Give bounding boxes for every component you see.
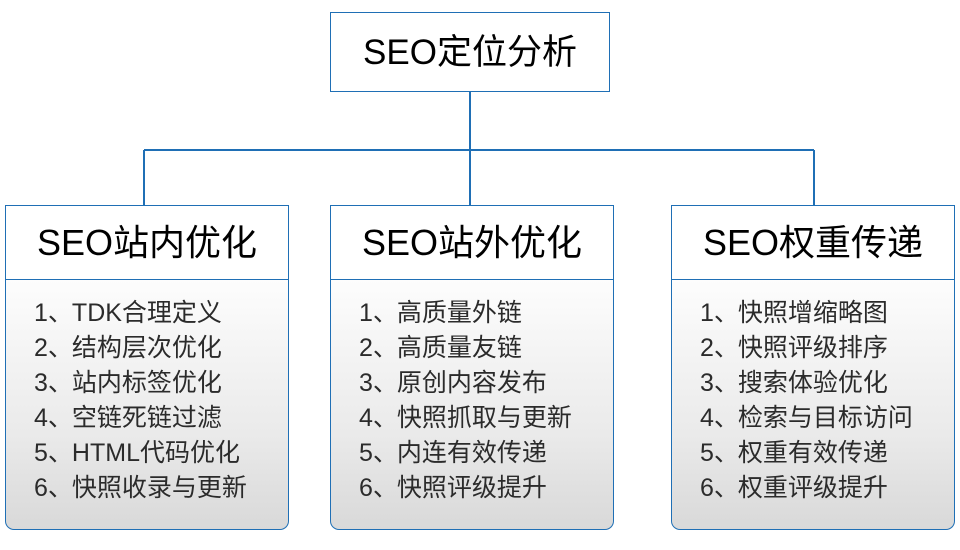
- item-separator: 、: [372, 474, 398, 502]
- item-separator: 、: [47, 474, 73, 502]
- list-item: 4、空链死链过滤: [34, 401, 288, 436]
- item-index: 2: [359, 334, 373, 362]
- branch-seo-onsite[interactable]: SEO站内优化 1、TDK合理定义 2、结构层次优化 3、站内标签优化 4、空链…: [5, 205, 289, 530]
- item-index: 3: [700, 369, 714, 397]
- branch-header-label-2: SEO站外优化: [361, 221, 583, 263]
- item-text: 检索与目标访问: [737, 404, 913, 432]
- item-index: 3: [359, 369, 373, 397]
- item-text: 快照抓取与更新: [396, 404, 572, 432]
- item-text: 权重有效传递: [737, 439, 888, 467]
- item-index: 1: [359, 299, 373, 327]
- item-separator: 、: [372, 404, 398, 432]
- list-item: 5、权重有效传递: [700, 436, 954, 471]
- list-item: 2、快照评级排序: [700, 331, 954, 366]
- branch-item-list-2: 1、高质量外链 2、高质量友链 3、原创内容发布 4、快照抓取与更新 5、内连有…: [331, 296, 613, 506]
- item-separator: 、: [713, 299, 739, 327]
- list-item: 4、快照抓取与更新: [359, 401, 613, 436]
- item-index: 6: [359, 474, 373, 502]
- item-text: 空链死链过滤: [71, 404, 222, 432]
- branch-body-3: 1、快照增缩略图 2、快照评级排序 3、搜索体验优化 4、检索与目标访问 5、权…: [671, 280, 955, 530]
- item-index: 2: [34, 334, 48, 362]
- branch-item-list-3: 1、快照增缩略图 2、快照评级排序 3、搜索体验优化 4、检索与目标访问 5、权…: [672, 296, 954, 506]
- item-separator: 、: [47, 369, 73, 397]
- list-item: 6、快照评级提升: [359, 471, 613, 506]
- item-separator: 、: [713, 369, 739, 397]
- item-separator: 、: [713, 439, 739, 467]
- item-index: 2: [700, 334, 714, 362]
- list-item: 5、内连有效传递: [359, 436, 613, 471]
- item-text: 权重评级提升: [737, 474, 888, 502]
- branch-seo-weight[interactable]: SEO权重传递 1、快照增缩略图 2、快照评级排序 3、搜索体验优化 4、检索与…: [671, 205, 955, 530]
- branch-item-list-1: 1、TDK合理定义 2、结构层次优化 3、站内标签优化 4、空链死链过滤 5、H…: [6, 296, 288, 506]
- item-separator: 、: [713, 334, 739, 362]
- list-item: 2、高质量友链: [359, 331, 613, 366]
- item-separator: 、: [713, 474, 739, 502]
- branch-header-label-3: SEO权重传递: [702, 221, 924, 263]
- item-index: 4: [359, 404, 373, 432]
- item-index: 1: [700, 299, 714, 327]
- item-text: 搜索体验优化: [737, 369, 888, 397]
- branch-header-label-1: SEO站内优化: [36, 221, 258, 263]
- item-text: 内连有效传递: [396, 439, 547, 467]
- item-index: 5: [34, 439, 48, 467]
- item-text: 原创内容发布: [396, 369, 547, 397]
- list-item: 6、权重评级提升: [700, 471, 954, 506]
- list-item: 6、快照收录与更新: [34, 471, 288, 506]
- list-item: 1、快照增缩略图: [700, 296, 954, 331]
- branch-seo-offsite[interactable]: SEO站外优化 1、高质量外链 2、高质量友链 3、原创内容发布 4、快照抓取与…: [330, 205, 614, 530]
- branch-header-1[interactable]: SEO站内优化: [5, 205, 289, 280]
- branch-body-2: 1、高质量外链 2、高质量友链 3、原创内容发布 4、快照抓取与更新 5、内连有…: [330, 280, 614, 530]
- item-index: 3: [34, 369, 48, 397]
- item-text: 快照收录与更新: [71, 474, 247, 502]
- item-separator: 、: [47, 299, 73, 327]
- item-text: 快照评级排序: [737, 334, 888, 362]
- item-index: 6: [700, 474, 714, 502]
- list-item: 5、HTML代码优化: [34, 436, 288, 471]
- list-item: 1、高质量外链: [359, 296, 613, 331]
- item-separator: 、: [47, 404, 73, 432]
- root-node-label: SEO定位分析: [363, 32, 577, 72]
- item-text: 快照评级提升: [396, 474, 547, 502]
- item-index: 5: [359, 439, 373, 467]
- item-separator: 、: [372, 299, 398, 327]
- item-text: TDK合理定义: [71, 299, 222, 327]
- item-text: 站内标签优化: [71, 369, 222, 397]
- list-item: 2、结构层次优化: [34, 331, 288, 366]
- item-index: 6: [34, 474, 48, 502]
- list-item: 3、搜索体验优化: [700, 366, 954, 401]
- item-index: 5: [700, 439, 714, 467]
- list-item: 3、原创内容发布: [359, 366, 613, 401]
- item-text: HTML代码优化: [71, 439, 240, 467]
- root-node[interactable]: SEO定位分析: [330, 12, 610, 92]
- item-index: 1: [34, 299, 48, 327]
- item-separator: 、: [372, 439, 398, 467]
- item-separator: 、: [47, 439, 73, 467]
- item-index: 4: [34, 404, 48, 432]
- branch-body-1: 1、TDK合理定义 2、结构层次优化 3、站内标签优化 4、空链死链过滤 5、H…: [5, 280, 289, 530]
- list-item: 1、TDK合理定义: [34, 296, 288, 331]
- item-separator: 、: [372, 334, 398, 362]
- branch-header-2[interactable]: SEO站外优化: [330, 205, 614, 280]
- item-index: 4: [700, 404, 714, 432]
- item-text: 高质量友链: [396, 334, 522, 362]
- branch-header-3[interactable]: SEO权重传递: [671, 205, 955, 280]
- item-text: 结构层次优化: [71, 334, 222, 362]
- list-item: 4、检索与目标访问: [700, 401, 954, 436]
- list-item: 3、站内标签优化: [34, 366, 288, 401]
- item-separator: 、: [372, 369, 398, 397]
- item-text: 快照增缩略图: [737, 299, 888, 327]
- item-separator: 、: [713, 404, 739, 432]
- item-text: 高质量外链: [396, 299, 522, 327]
- item-separator: 、: [47, 334, 73, 362]
